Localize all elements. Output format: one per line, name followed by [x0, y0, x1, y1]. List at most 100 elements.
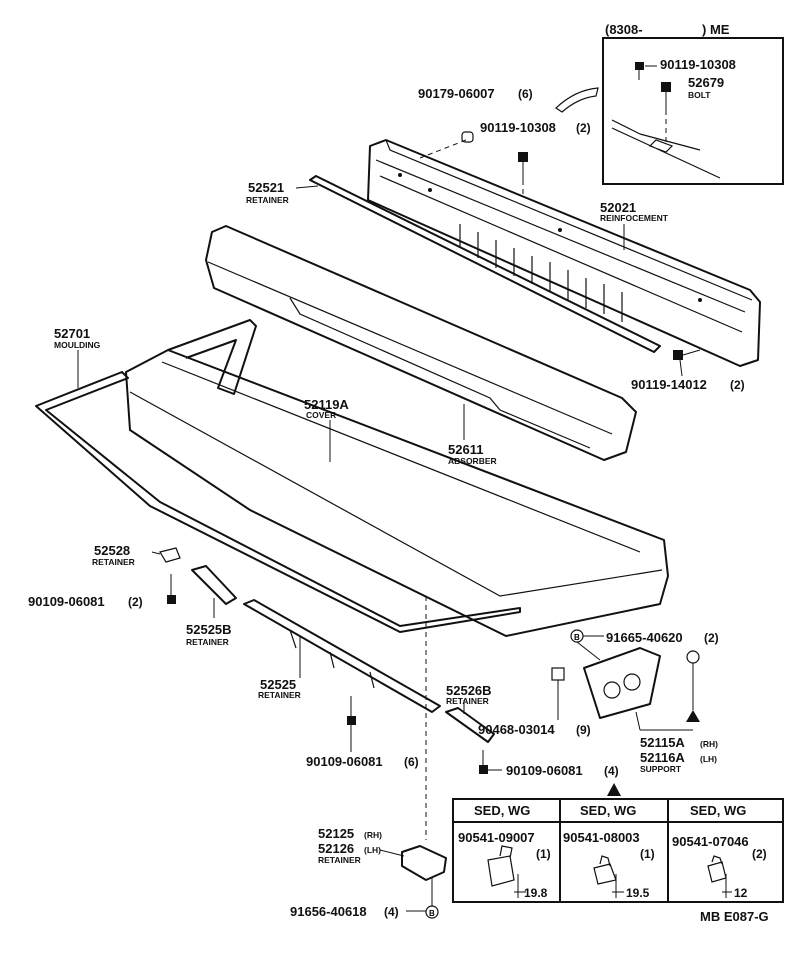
- label-90119-10308-qty: (2): [576, 121, 591, 135]
- clip-90468-03014-icon: [551, 667, 565, 681]
- bolt-90109-06081-b-icon: [347, 696, 356, 725]
- label-52115A: 52115A: [640, 735, 685, 750]
- bolt-90109-06081-a-icon: [167, 574, 176, 604]
- label-52126-name: RETAINER: [318, 855, 361, 865]
- label-90119-14012-qty: (2): [730, 378, 745, 392]
- label-90109-06081-a: 90109-06081: [28, 594, 105, 609]
- table-header-2: SED, WG: [580, 803, 636, 818]
- label-52611-name: ABSORBER: [448, 456, 497, 466]
- table-part-3: 90541-07046: [672, 834, 749, 849]
- label-52521-name: RETAINER: [246, 195, 289, 205]
- label-52126: 52126: [318, 841, 354, 856]
- label-52528-name: RETAINER: [92, 557, 135, 567]
- label-52021-name: REINFOCEMENT: [600, 213, 669, 223]
- inset-detail: (8308- ) ME 90119-10308 52679 BOLT: [602, 22, 784, 185]
- support-52115A-drawing: [583, 647, 661, 719]
- table-dim-1: 19.8: [524, 886, 548, 900]
- clip-table-frame: [452, 798, 784, 903]
- ref-b-bottom-label: B: [429, 909, 435, 918]
- label-90109-06081-c-qty: (4): [604, 764, 619, 778]
- table-part-2: 90541-08003: [563, 830, 640, 845]
- inset-panel-drawing: [611, 119, 721, 179]
- leader-90119-14012: [679, 359, 683, 377]
- label-90468-03014-qty: (9): [576, 723, 591, 737]
- bolt-90109-06081-c-icon: [479, 750, 488, 774]
- label-52021: 52021: [600, 200, 636, 215]
- cover-52119A-drawing: [125, 319, 669, 637]
- ref-triangle-table-icon: [607, 783, 621, 796]
- label-52115A-suffix: (RH): [700, 739, 718, 749]
- ref-b-circle-bottom-icon: [425, 905, 439, 919]
- label-52116A: 52116A: [640, 750, 685, 765]
- inset-bolt-52679-icon: [661, 82, 671, 142]
- footer-code: MB E087-G: [700, 909, 769, 924]
- ref-b-label: B: [574, 633, 580, 642]
- label-52528: 52528: [94, 543, 130, 558]
- clip-90541-08003-icon: [593, 855, 624, 898]
- table-header-1: SED, WG: [474, 803, 530, 818]
- label-52525-name: RETAINER: [258, 690, 301, 700]
- label-90468-03014: 90468-03014: [478, 722, 555, 737]
- label-52701: 52701: [54, 326, 90, 341]
- label-90179-06007: 90179-06007: [418, 86, 495, 101]
- label-52525B-name: RETAINER: [186, 637, 229, 647]
- label-52525B: 52525B: [186, 622, 232, 637]
- label-52526B-name: RETAINER: [446, 696, 489, 706]
- reinforcement-52021-drawing: [367, 139, 761, 367]
- label-52521: 52521: [248, 180, 284, 195]
- label-90109-06081-a-qty: (2): [128, 595, 143, 609]
- table-header-3: SED, WG: [690, 803, 746, 818]
- bolt-90119-14012-icon: [673, 349, 701, 360]
- clip-90541-07046-icon: [707, 855, 732, 898]
- inset-part-52679: 52679: [688, 75, 724, 90]
- label-52611: 52611: [448, 442, 483, 457]
- inset-frame: [602, 37, 784, 185]
- label-91665-40620: 91665-40620: [606, 630, 683, 645]
- label-52125-suffix: (RH): [364, 830, 382, 840]
- label-90109-06081-b: 90109-06081: [306, 754, 383, 769]
- label-52125: 52125: [318, 826, 354, 841]
- retainer-52528-icon: [159, 547, 181, 563]
- inset-part-52679-name: BOLT: [688, 90, 711, 100]
- table-qty-1: (1): [536, 847, 551, 861]
- label-90109-06081-b-qty: (6): [404, 755, 419, 769]
- table-dim-2: 19.5: [626, 886, 650, 900]
- leader-90179: [419, 139, 467, 159]
- leader-52521: [295, 185, 319, 189]
- retainer-52526B-drawing: [445, 707, 495, 743]
- label-52119A: 52119A: [304, 397, 349, 412]
- table-qty-3: (2): [752, 847, 767, 861]
- clip-90541-09007-icon: [487, 845, 526, 898]
- retainer-52125-drawing: [401, 845, 447, 906]
- nut-90179-06007-icon: [461, 131, 474, 143]
- label-52116A-suffix: (LH): [700, 754, 717, 764]
- table-qty-2: (1): [640, 847, 655, 861]
- inset-part-90119-10308: 90119-10308: [660, 57, 736, 72]
- absorber-52611-drawing: [205, 225, 637, 461]
- label-52701-name: MOULDING: [54, 340, 101, 350]
- label-52119A-name: COVER: [306, 410, 336, 420]
- label-52525: 52525: [260, 677, 296, 692]
- table-part-1: 90541-09007: [458, 830, 535, 845]
- detail-arrow-icon: [555, 87, 599, 113]
- inset-header-left: (8308-: [605, 22, 643, 37]
- inset-bolt-icon: [635, 62, 644, 80]
- retainer-52521-drawing: [309, 175, 661, 353]
- label-91656-40618-qty: (4): [384, 905, 399, 919]
- retainer-52525B-drawing: [191, 565, 237, 605]
- ref-triangle-a-icon: [686, 710, 700, 722]
- inset-header-right: ) ME: [702, 22, 730, 37]
- nut-support-icon: [686, 650, 700, 664]
- label-52526B: 52526B: [446, 683, 492, 698]
- table-dim-3: 12: [734, 886, 748, 900]
- label-90179-06007-qty: (6): [518, 87, 533, 101]
- bolt-90119-10308-icon: [518, 152, 528, 180]
- label-52116A-name: SUPPORT: [640, 764, 682, 774]
- label-52126-suffix: (LH): [364, 845, 381, 855]
- clip-table: SED, WG SED, WG SED, WG 90541-09007 (1) …: [452, 798, 784, 903]
- moulding-52701-drawing: [35, 371, 521, 633]
- label-90119-10308: 90119-10308: [480, 120, 556, 135]
- label-90109-06081-c: 90109-06081: [506, 763, 583, 778]
- label-91656-40618: 91656-40618: [290, 904, 367, 919]
